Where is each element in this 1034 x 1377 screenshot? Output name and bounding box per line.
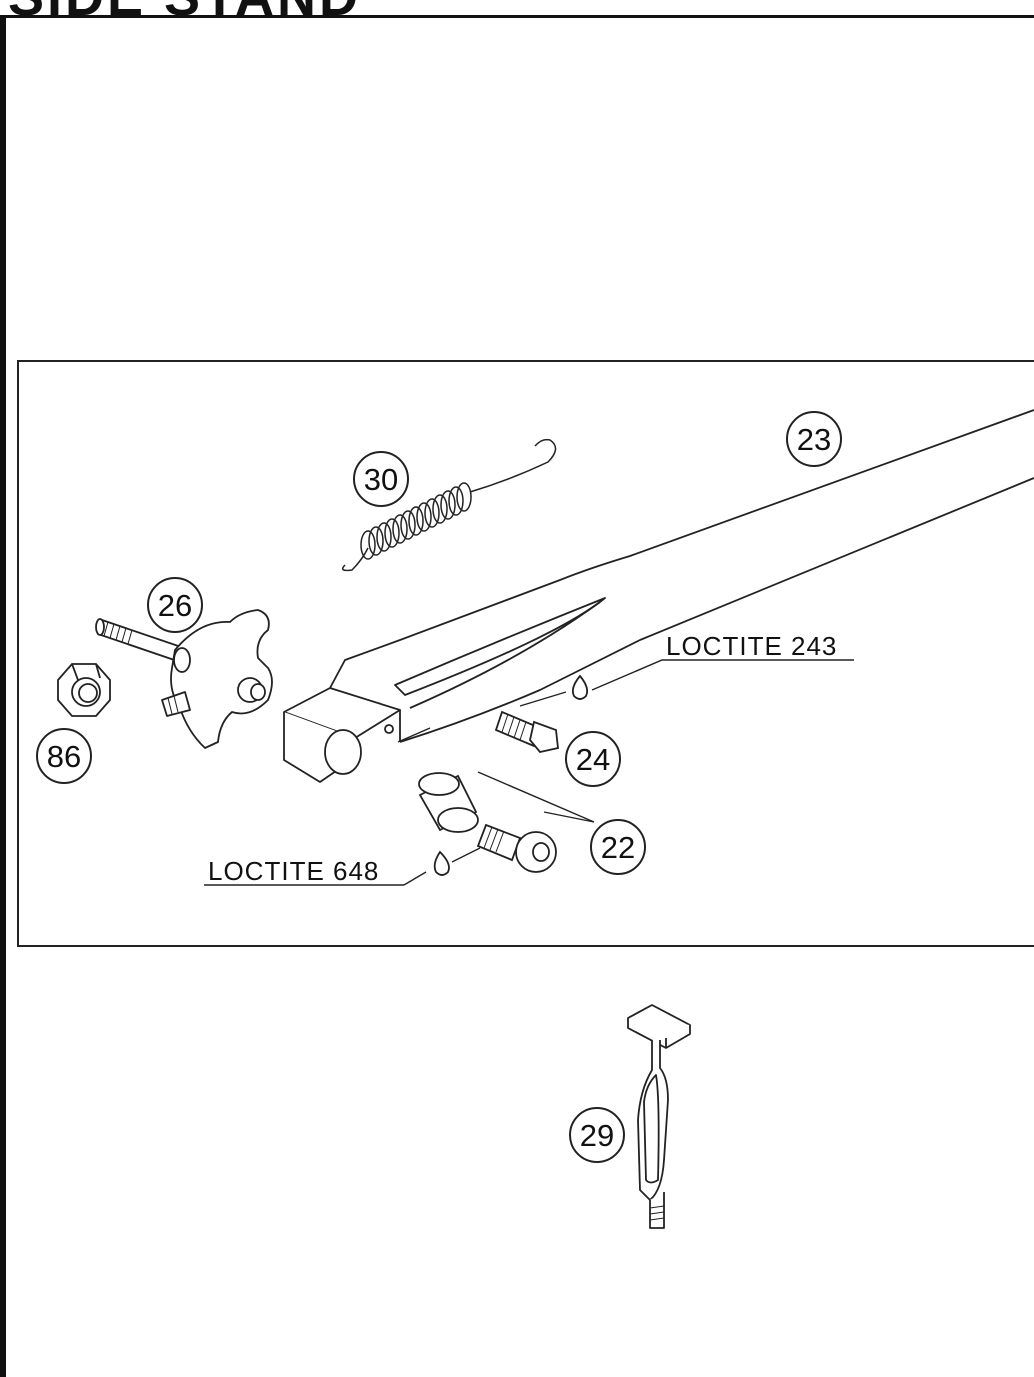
callout-30-label: 30 (364, 462, 398, 497)
callout-23-label: 23 (797, 422, 831, 457)
spring (341, 438, 557, 572)
leader-lines (204, 659, 854, 886)
small-bolt (494, 710, 559, 753)
page-title: SIDE STAND (8, 0, 361, 24)
spring-coils (360, 482, 472, 560)
side-stand-leg (283, 409, 1034, 783)
callout-26-label: 26 (158, 588, 192, 623)
loctite-drop-648 (433, 850, 450, 876)
loctite-drop-243 (571, 674, 589, 700)
callout-24: 24 (565, 731, 621, 787)
callout-29-label: 29 (580, 1118, 614, 1153)
diagram-frame (17, 360, 1034, 947)
callout-30: 30 (353, 451, 409, 507)
loctite-648-note: LOCTITE 648 (208, 856, 379, 886)
callout-22-label: 22 (601, 830, 635, 865)
callout-24-label: 24 (576, 742, 610, 777)
callout-26: 26 (147, 577, 203, 633)
callout-86: 86 (36, 728, 92, 784)
stand-clip (627, 1004, 691, 1229)
flange-nut (57, 663, 111, 717)
callout-86-label: 86 (47, 739, 81, 774)
callout-22: 22 (590, 819, 646, 875)
loctite-243-note: LOCTITE 243 (666, 631, 837, 661)
pivot-bracket (95, 609, 273, 749)
title-underline (0, 15, 1034, 18)
left-border (0, 15, 6, 1377)
bushing-and-bolt (418, 772, 557, 873)
callout-29: 29 (569, 1107, 625, 1163)
callout-23: 23 (786, 411, 842, 467)
